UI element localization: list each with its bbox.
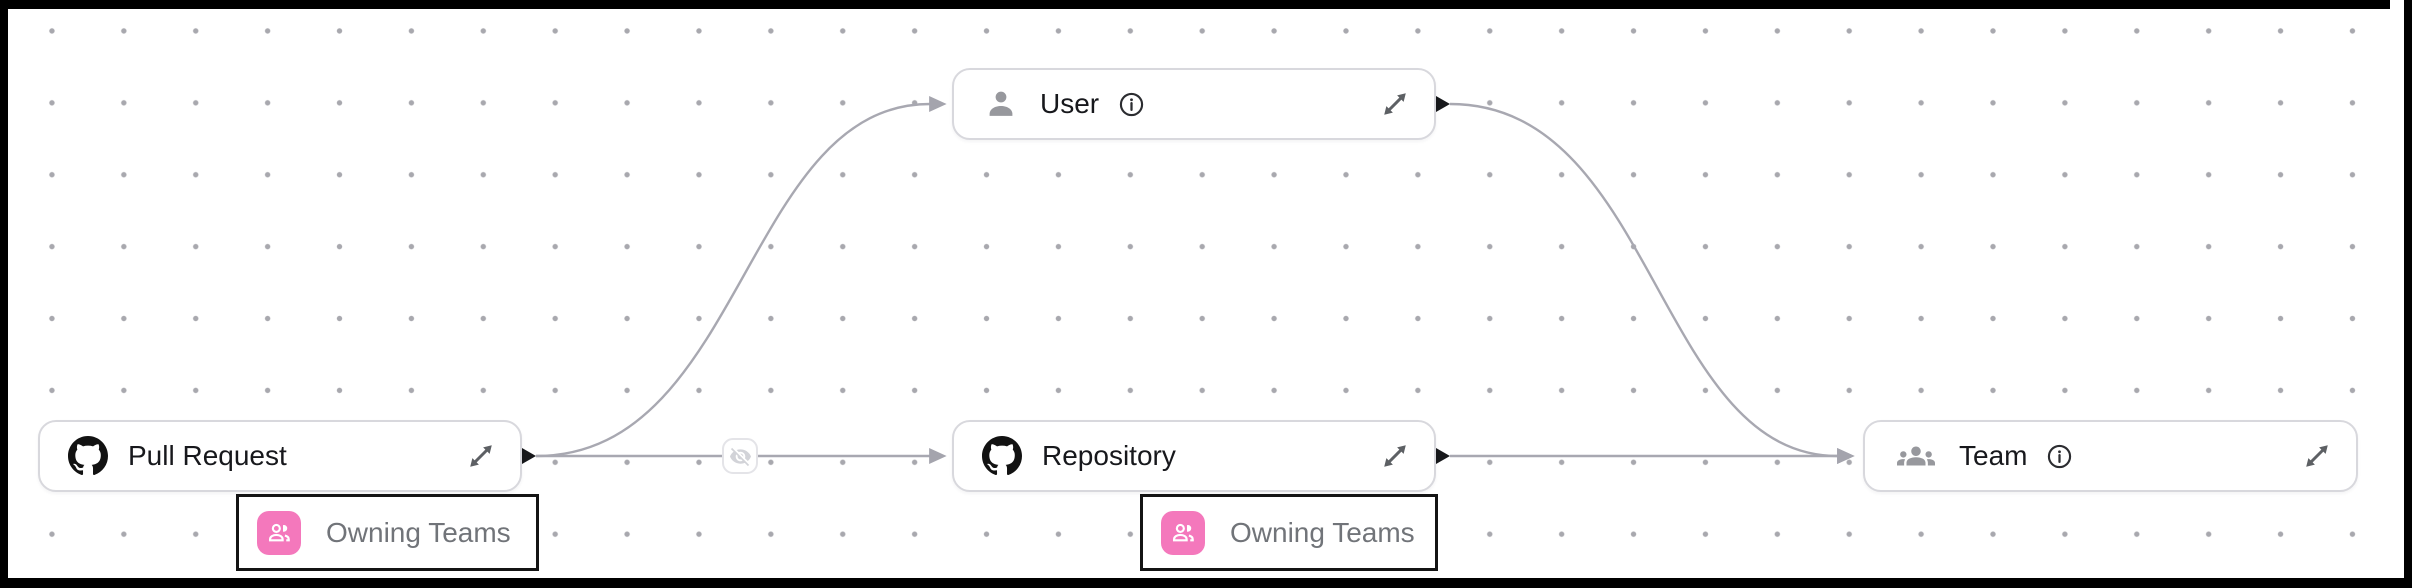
- owning-teams-icon: [1161, 510, 1205, 555]
- expand-icon[interactable]: [464, 439, 498, 473]
- frame-border-left: [0, 0, 8, 588]
- owning-teams-badge[interactable]: Owning Teams: [236, 494, 539, 571]
- node-label: Pull Request: [128, 440, 287, 471]
- node-label: Team: [1959, 440, 2028, 471]
- expand-icon[interactable]: [1378, 439, 1412, 473]
- info-icon[interactable]: [1118, 91, 1145, 118]
- node-user[interactable]: User: [952, 68, 1436, 140]
- github-icon: [982, 436, 1022, 476]
- owning-teams-badge[interactable]: Owning Teams: [1140, 494, 1438, 571]
- owning-teams-icon: [257, 510, 301, 555]
- badge-label: Owning Teams: [326, 516, 511, 548]
- frame-border-bottom: [0, 578, 2412, 588]
- node-label: User: [1040, 88, 1100, 119]
- edge-user-team[interactable]: [1449, 102, 1855, 465]
- frame-border-top: [0, 0, 2390, 9]
- source-handle-repository[interactable]: [1436, 448, 1450, 464]
- edge-hidden-chip[interactable]: [722, 438, 758, 474]
- eye-off-icon: [729, 445, 752, 468]
- source-handle-pull-request[interactable]: [522, 448, 536, 464]
- edge-pullrequest-user[interactable]: [535, 95, 947, 458]
- source-handle-user[interactable]: [1436, 96, 1450, 112]
- user-icon: [982, 85, 1020, 123]
- node-repository[interactable]: Repository: [952, 420, 1436, 492]
- expand-icon[interactable]: [2300, 439, 2334, 473]
- frame-border-right: [2404, 0, 2412, 588]
- github-icon: [68, 436, 108, 476]
- expand-icon[interactable]: [1378, 87, 1412, 121]
- node-team[interactable]: Team: [1863, 420, 2358, 492]
- node-pull-request[interactable]: Pull Request: [38, 420, 522, 492]
- team-icon: [1893, 437, 1939, 475]
- node-label: Repository: [1042, 440, 1176, 471]
- info-icon[interactable]: [2046, 443, 2073, 470]
- badge-label: Owning Teams: [1230, 516, 1415, 548]
